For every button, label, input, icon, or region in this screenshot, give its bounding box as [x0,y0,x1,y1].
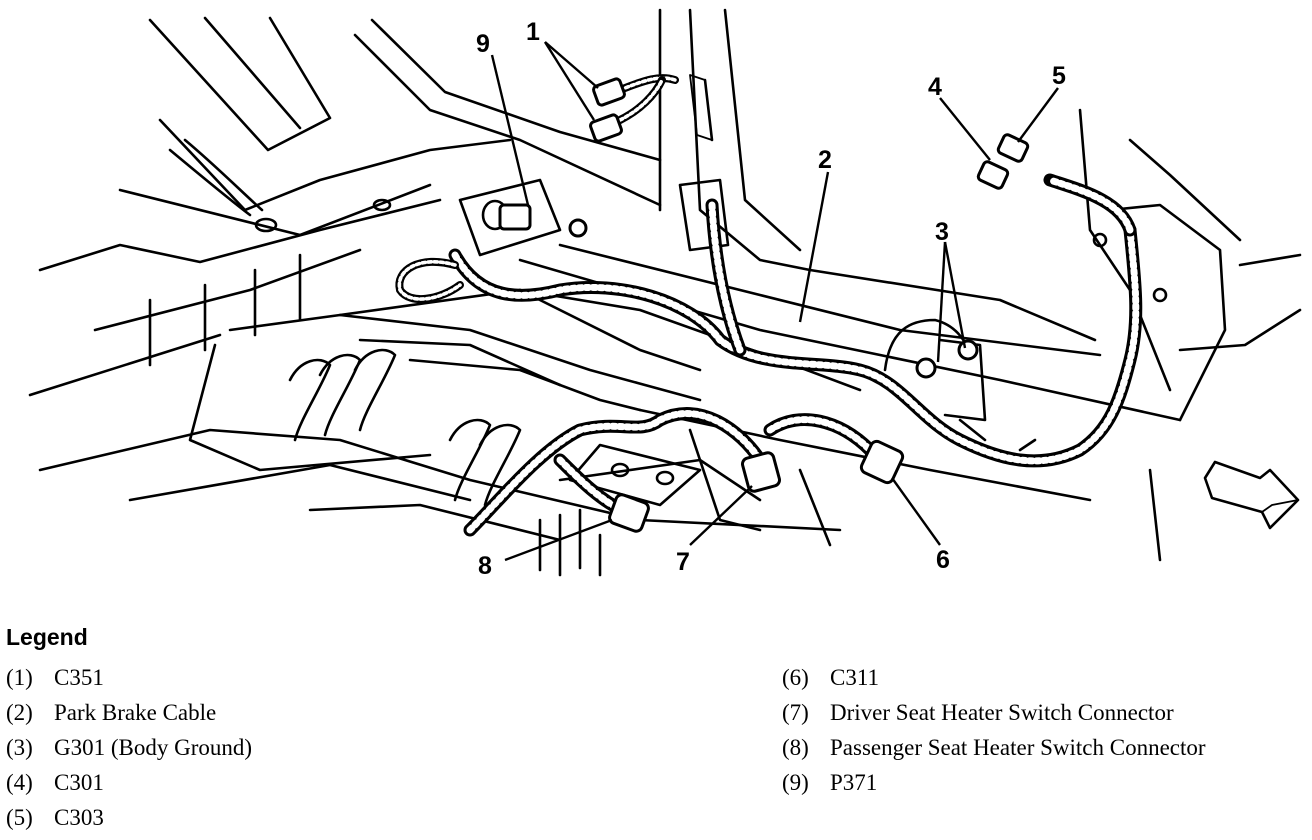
wiring-harness-diagram: 1 2 3 4 5 6 7 8 9 [28,8,1302,580]
callout-6: 6 [936,546,950,574]
callout-8: 8 [478,552,492,580]
legend-item: (6)C311 [782,665,879,690]
callout-9: 9 [476,30,490,58]
callout-5: 5 [1052,62,1066,90]
legend-item: (7)Driver Seat Heater Switch Connector [782,700,1174,725]
callout-4: 4 [928,73,942,101]
legend-item: (5)C303 [6,805,104,830]
legend-item: (9)P371 [782,770,878,795]
callout-labels: 1 2 3 4 5 6 7 8 9 [476,18,1066,580]
main-harness [395,74,1143,537]
legend-item: (3)G301 (Body Ground) [6,735,253,760]
connectors [498,77,1030,533]
legend: Legend (1)C351 (2)Park Brake Cable (3)G3… [6,624,1306,836]
callout-3: 3 [935,218,949,246]
legend-column-left: (1)C351 (2)Park Brake Cable (3)G301 (Bod… [6,660,252,835]
legend-title: Legend [6,624,88,650]
vehicle-floor-pan [28,8,1302,577]
legend-column-right: (6)C311 (7)Driver Seat Heater Switch Con… [782,660,1206,800]
callout-7: 7 [676,548,690,576]
callout-leaders [490,41,1059,562]
callout-2: 2 [818,146,832,174]
legend-item: (1)C351 [6,665,104,690]
legend-item: (2)Park Brake Cable [6,700,217,725]
legend-item: (4)C301 [6,770,104,795]
legend-item: (8)Passenger Seat Heater Switch Connecto… [782,735,1206,760]
callout-1: 1 [526,18,540,46]
